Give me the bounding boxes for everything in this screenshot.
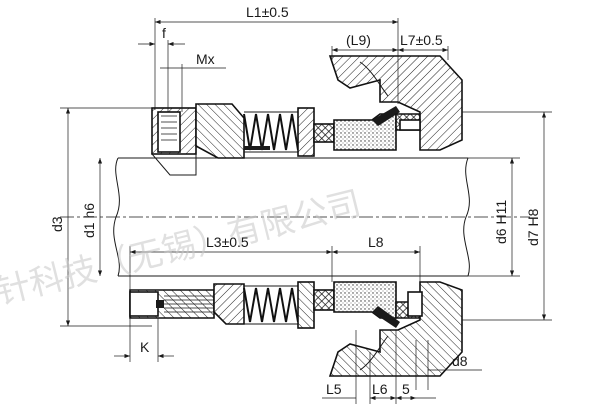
label-d6: d6 H11 [493,200,509,244]
upper-seal-section [150,55,463,176]
label-f: f [162,25,166,41]
shaft [60,157,530,277]
label-L9: (L9) [346,32,371,48]
label-L7: L7±0.5 [400,32,443,48]
lower-seal-section [129,281,463,377]
dimension-labels: L1±0.5 (L9) L7±0.5 f Mx d3 d1 h6 L3±0.5 … [49,4,541,397]
label-d1: d1 h6 [81,203,97,238]
label-L6: L6 [372,381,388,397]
label-K: K [140,339,150,355]
label-L5: L5 [326,381,342,397]
label-L1: L1±0.5 [246,4,289,20]
label-d3: d3 [49,216,65,232]
label-Mx: Mx [196,51,215,67]
label-d8: d8 [452,353,468,369]
label-L8: L8 [368,234,384,250]
dimension-lines [60,18,552,404]
label-L3: L3±0.5 [206,234,249,250]
label-5: 5 [402,381,410,397]
label-d7: d7 H8 [525,208,541,246]
